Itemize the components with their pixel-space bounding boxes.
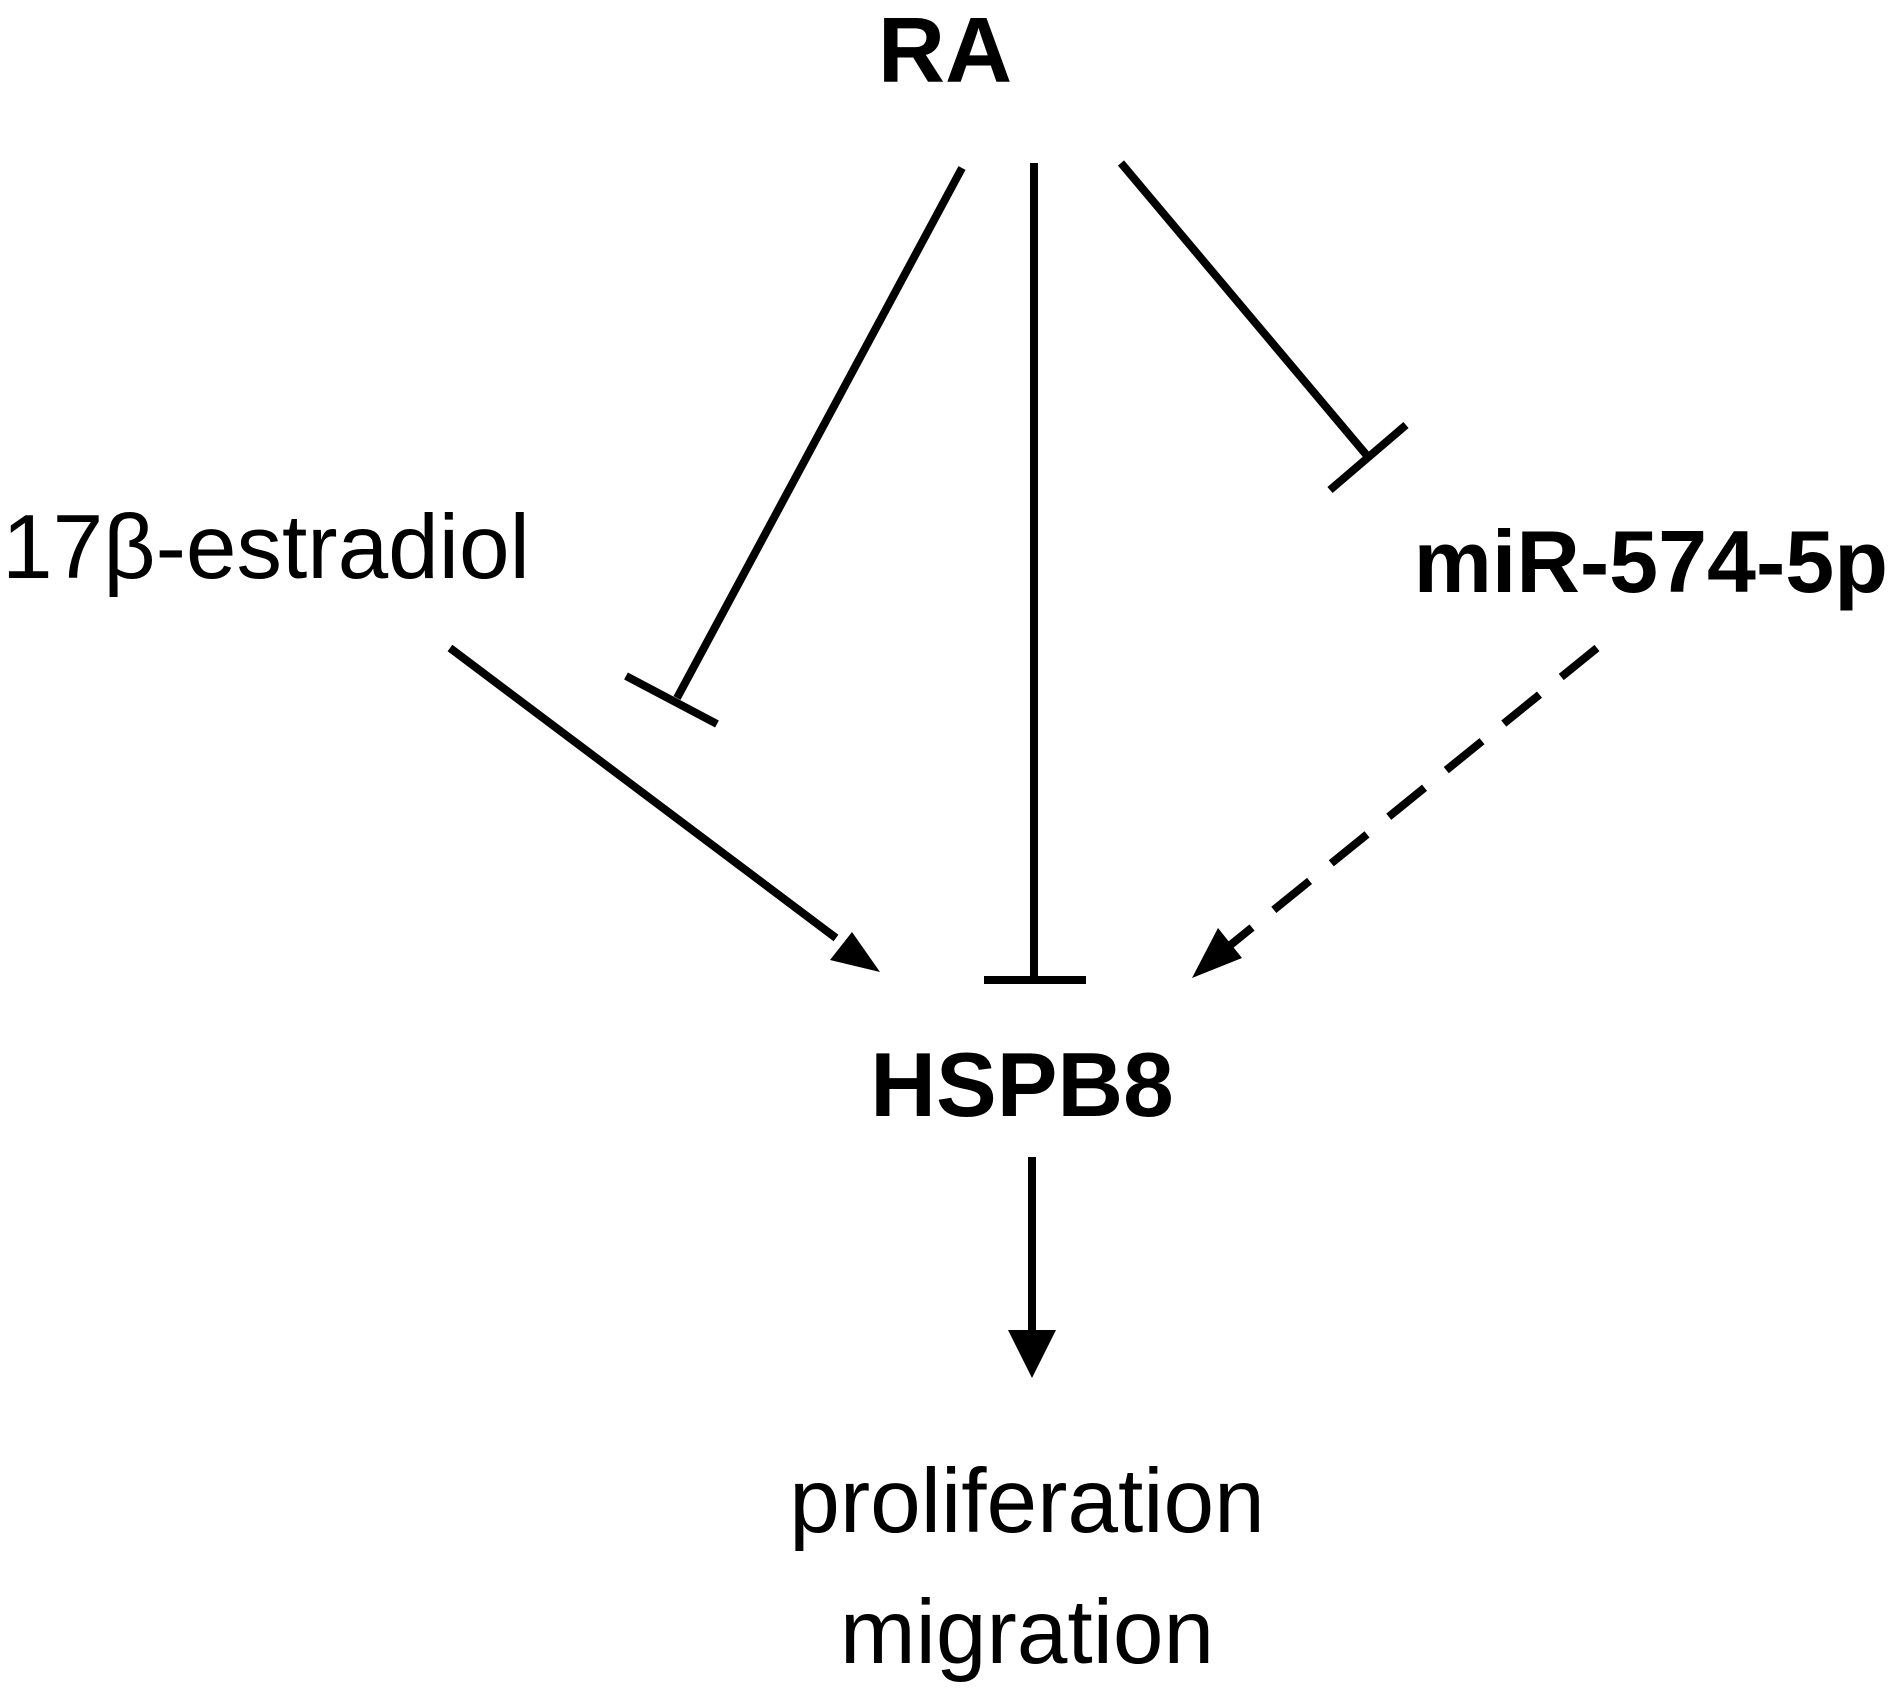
node-ra: RA (877, 0, 1013, 102)
node-mir-574-5p: miR-574-5p (1413, 512, 1888, 611)
node-17b-estradiol: 17β-estradiol (2, 497, 530, 598)
node-hspb8: HSPB8 (870, 1035, 1174, 1136)
edge-ra-inhibits-mirna (1117, 160, 1409, 494)
edge-ra-inhibits-estradiol-path (624, 166, 966, 728)
edge-estradiol-activates-hspb8 (447, 644, 880, 972)
edge-ra-inhibits-hspb8 (984, 163, 1086, 984)
edge-hspb8-to-outcomes (1008, 1157, 1056, 1378)
edge-mirna-to-hspb8-dashed (1192, 644, 1600, 978)
node-proliferation: proliferation (789, 1451, 1265, 1552)
node-migration: migration (839, 1582, 1215, 1683)
